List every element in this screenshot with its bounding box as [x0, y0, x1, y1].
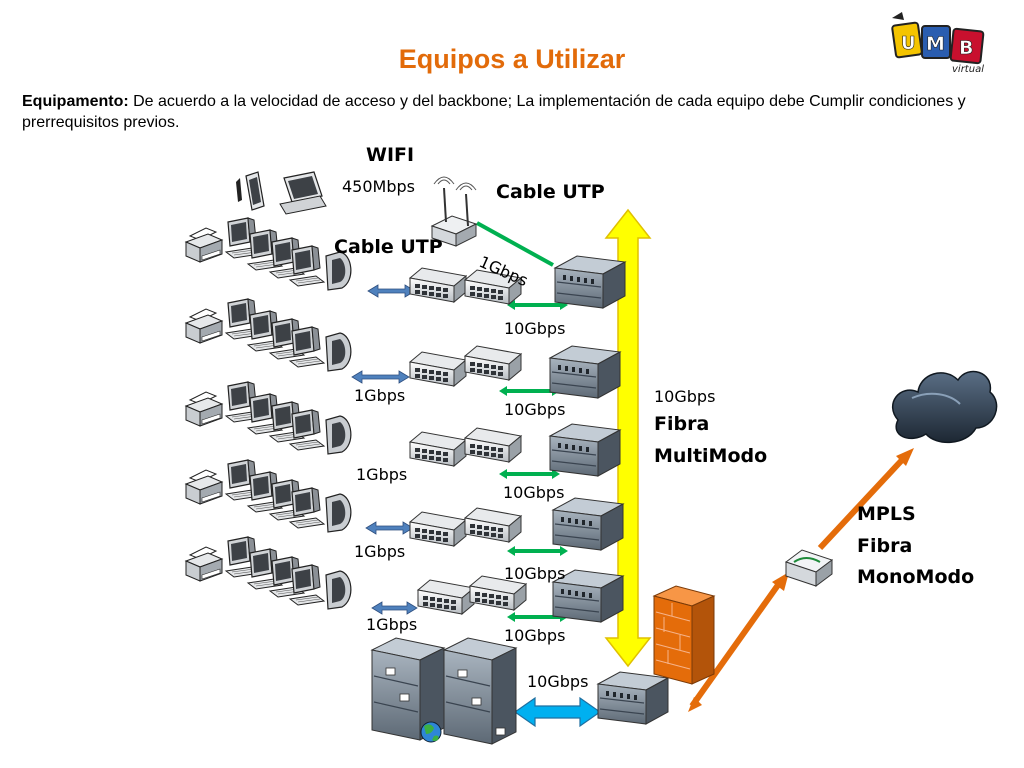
wan-label-1: MPLS [857, 503, 916, 525]
wan-arrow-lower [689, 583, 781, 708]
page-title: Equipos a Utilizar [398, 44, 626, 74]
backbone-arrow [604, 208, 652, 668]
row5-uplink-label: 10Gbps [504, 626, 566, 645]
svg-text:B: B [959, 37, 973, 59]
distribution-servers [549, 255, 669, 725]
wifi-speed-label: 450Mbps [342, 177, 415, 196]
server-farm [370, 637, 518, 745]
row4-access-label: 1Gbps [354, 542, 406, 561]
wifi-ap [430, 176, 478, 247]
row5-access-label: 1Gbps [366, 615, 418, 634]
umb-logo: U M B virtual [891, 12, 985, 74]
svg-text:U: U [901, 33, 916, 54]
cable-utp-top-label: Cable UTP [496, 181, 605, 203]
svg-text:M: M [926, 33, 945, 55]
description: Equipamento: De acuerdo a la velocidad d… [22, 91, 1007, 133]
wan-label-3: MonoModo [857, 566, 975, 588]
wan-arrow-upper [817, 457, 905, 551]
backbone-media-label-2: MultiModo [654, 445, 768, 467]
mobile-devices [236, 171, 327, 215]
server-link-arrow [513, 696, 602, 728]
firewall [652, 585, 716, 685]
description-label: Equipamento: [22, 93, 129, 110]
workstation-rows [186, 218, 351, 609]
globe [420, 721, 442, 743]
backbone-speed-label: 10Gbps [654, 387, 716, 406]
row2-access-label: 1Gbps [354, 386, 406, 405]
row3-access-label: 1Gbps [356, 465, 408, 484]
svg-text:virtual: virtual [952, 64, 984, 74]
server-link-label: 10Gbps [527, 672, 589, 691]
cloud [892, 370, 998, 444]
router [784, 549, 834, 587]
row4-uplink-label: 10Gbps [504, 564, 566, 583]
access-links [351, 284, 418, 615]
row3-uplink-label: 10Gbps [503, 483, 565, 502]
row1-uplink-label: 10Gbps [504, 319, 566, 338]
row2-uplink-label: 10Gbps [504, 400, 566, 419]
backbone-media-label-1: Fibra [654, 413, 710, 435]
cable-utp-left-label: Cable UTP [334, 236, 443, 258]
wan-label-2: Fibra [857, 535, 913, 557]
description-text: De acuerdo a la velocidad de acceso y de… [22, 93, 966, 131]
uplinks [476, 221, 560, 619]
wifi-label: WIFI [366, 144, 415, 166]
